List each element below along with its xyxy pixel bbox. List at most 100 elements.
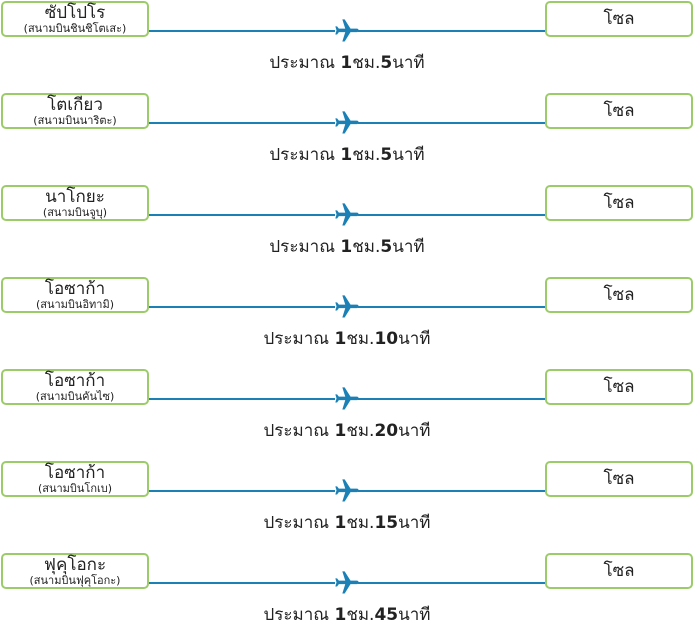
origin-airport: (สนามบินคันไซ)	[35, 389, 115, 403]
route-row: โอซาก้า (สนามบินอิทามิ) โซล ประมาณ 1ชม.1…	[0, 277, 695, 357]
origin-city: ฟุคุโอกะ	[43, 554, 107, 575]
destination-box: โซล	[545, 185, 693, 221]
origin-airport: (สนามบินชินชิโตเสะ)	[23, 21, 127, 35]
flight-duration: ประมาณ 1ชม.5นาที	[197, 144, 497, 166]
origin-box: นาโกยะ (สนามบินจูบุ)	[1, 185, 149, 221]
origin-city: โอซาก้า	[44, 370, 106, 391]
origin-box: โอซาก้า (สนามบินอิทามิ)	[1, 277, 149, 313]
destination-box: โซล	[545, 93, 693, 129]
duration-minute-unit: นาที	[392, 145, 425, 165]
duration-prefix: ประมาณ	[263, 329, 335, 349]
duration-prefix: ประมาณ	[263, 421, 335, 441]
route-line-left	[149, 122, 335, 124]
destination-box: โซล	[545, 461, 693, 497]
duration-hour-unit: ชม.	[346, 605, 375, 625]
duration-prefix: ประมาณ	[269, 53, 341, 73]
airplane-icon	[333, 109, 361, 137]
destination-city: โซล	[603, 561, 635, 581]
destination-city: โซล	[603, 101, 635, 121]
destination-box: โซล	[545, 1, 693, 37]
duration-hour-unit: ชม.	[352, 237, 381, 257]
airplane-icon	[333, 201, 361, 229]
destination-box: โซล	[545, 553, 693, 589]
route-line-right	[358, 30, 545, 32]
origin-box: โตเกียว (สนามบินนาริตะ)	[1, 93, 149, 129]
route-line-right	[358, 582, 545, 584]
destination-city: โซล	[603, 285, 635, 305]
duration-prefix: ประมาณ	[263, 605, 335, 625]
duration-minutes: 10	[374, 329, 399, 349]
origin-city: โอซาก้า	[44, 462, 106, 483]
route-row: โอซาก้า (สนามบินโกเบ) โซล ประมาณ 1ชม.15น…	[0, 461, 695, 541]
origin-airport: (สนามบินอิทามิ)	[35, 297, 115, 311]
destination-box: โซล	[545, 277, 693, 313]
duration-minutes: 5	[380, 53, 393, 73]
duration-minute-unit: นาที	[392, 53, 425, 73]
route-line-right	[358, 214, 545, 216]
destination-city: โซล	[603, 9, 635, 29]
flight-duration: ประมาณ 1ชม.15นาที	[197, 512, 497, 534]
flight-duration: ประมาณ 1ชม.20นาที	[197, 420, 497, 442]
origin-box: ฟุคุโอกะ (สนามบินฟุคุโอกะ)	[1, 553, 149, 589]
duration-minute-unit: นาที	[398, 421, 431, 441]
origin-airport: (สนามบินฟุคุโอกะ)	[29, 573, 121, 587]
destination-box: โซล	[545, 369, 693, 405]
origin-city: โอซาก้า	[44, 278, 106, 299]
duration-hour-unit: ชม.	[346, 513, 375, 533]
origin-airport: (สนามบินโกเบ)	[37, 481, 113, 495]
route-line-left	[149, 30, 335, 32]
origin-box: โอซาก้า (สนามบินโกเบ)	[1, 461, 149, 497]
duration-minute-unit: นาที	[398, 513, 431, 533]
origin-airport: (สนามบินนาริตะ)	[33, 113, 117, 127]
route-row: นาโกยะ (สนามบินจูบุ) โซล ประมาณ 1ชม.5นาท…	[0, 185, 695, 265]
duration-minute-unit: นาที	[392, 237, 425, 257]
route-row: โตเกียว (สนามบินนาริตะ) โซล ประมาณ 1ชม.5…	[0, 93, 695, 173]
duration-hour-unit: ชม.	[346, 329, 375, 349]
origin-box: ซัปโปโร (สนามบินชินชิโตเสะ)	[1, 1, 149, 37]
airplane-icon	[333, 385, 361, 413]
route-line-right	[358, 122, 545, 124]
flight-duration: ประมาณ 1ชม.10นาที	[197, 328, 497, 350]
duration-prefix: ประมาณ	[263, 513, 335, 533]
flight-duration: ประมาณ 1ชม.45นาที	[197, 604, 497, 626]
route-line-left	[149, 582, 335, 584]
origin-city: ซัปโปโร	[44, 2, 106, 23]
duration-minutes: 5	[380, 145, 393, 165]
duration-hours: 1	[334, 513, 347, 533]
duration-minutes: 5	[380, 237, 393, 257]
route-row: ฟุคุโอกะ (สนามบินฟุคุโอกะ) โซล ประมาณ 1ช…	[0, 553, 695, 633]
duration-hour-unit: ชม.	[346, 421, 375, 441]
duration-prefix: ประมาณ	[269, 145, 341, 165]
duration-hours: 1	[334, 329, 347, 349]
flight-duration: ประมาณ 1ชม.5นาที	[197, 236, 497, 258]
route-line-left	[149, 398, 335, 400]
duration-minute-unit: นาที	[398, 605, 431, 625]
airplane-icon	[333, 569, 361, 597]
duration-hour-unit: ชม.	[352, 53, 381, 73]
duration-hours: 1	[334, 605, 347, 625]
duration-minutes: 20	[374, 421, 399, 441]
route-line-right	[358, 490, 545, 492]
duration-hours: 1	[340, 53, 353, 73]
airplane-icon	[333, 17, 361, 45]
duration-prefix: ประมาณ	[269, 237, 341, 257]
route-line-left	[149, 490, 335, 492]
destination-city: โซล	[603, 377, 635, 397]
duration-minute-unit: นาที	[398, 329, 431, 349]
route-line-right	[358, 306, 545, 308]
route-line-left	[149, 306, 335, 308]
route-line-right	[358, 398, 545, 400]
origin-airport: (สนามบินจูบุ)	[42, 205, 108, 219]
duration-hour-unit: ชม.	[352, 145, 381, 165]
duration-hours: 1	[334, 421, 347, 441]
origin-city: นาโกยะ	[45, 186, 105, 207]
origin-box: โอซาก้า (สนามบินคันไซ)	[1, 369, 149, 405]
route-row: ซัปโปโร (สนามบินชินชิโตเสะ) โซล ประมาณ 1…	[0, 1, 695, 81]
duration-hours: 1	[340, 237, 353, 257]
destination-city: โซล	[603, 469, 635, 489]
route-row: โอซาก้า (สนามบินคันไซ) โซล ประมาณ 1ชม.20…	[0, 369, 695, 449]
airplane-icon	[333, 477, 361, 505]
duration-hours: 1	[340, 145, 353, 165]
destination-city: โซล	[603, 193, 635, 213]
origin-city: โตเกียว	[47, 94, 103, 115]
